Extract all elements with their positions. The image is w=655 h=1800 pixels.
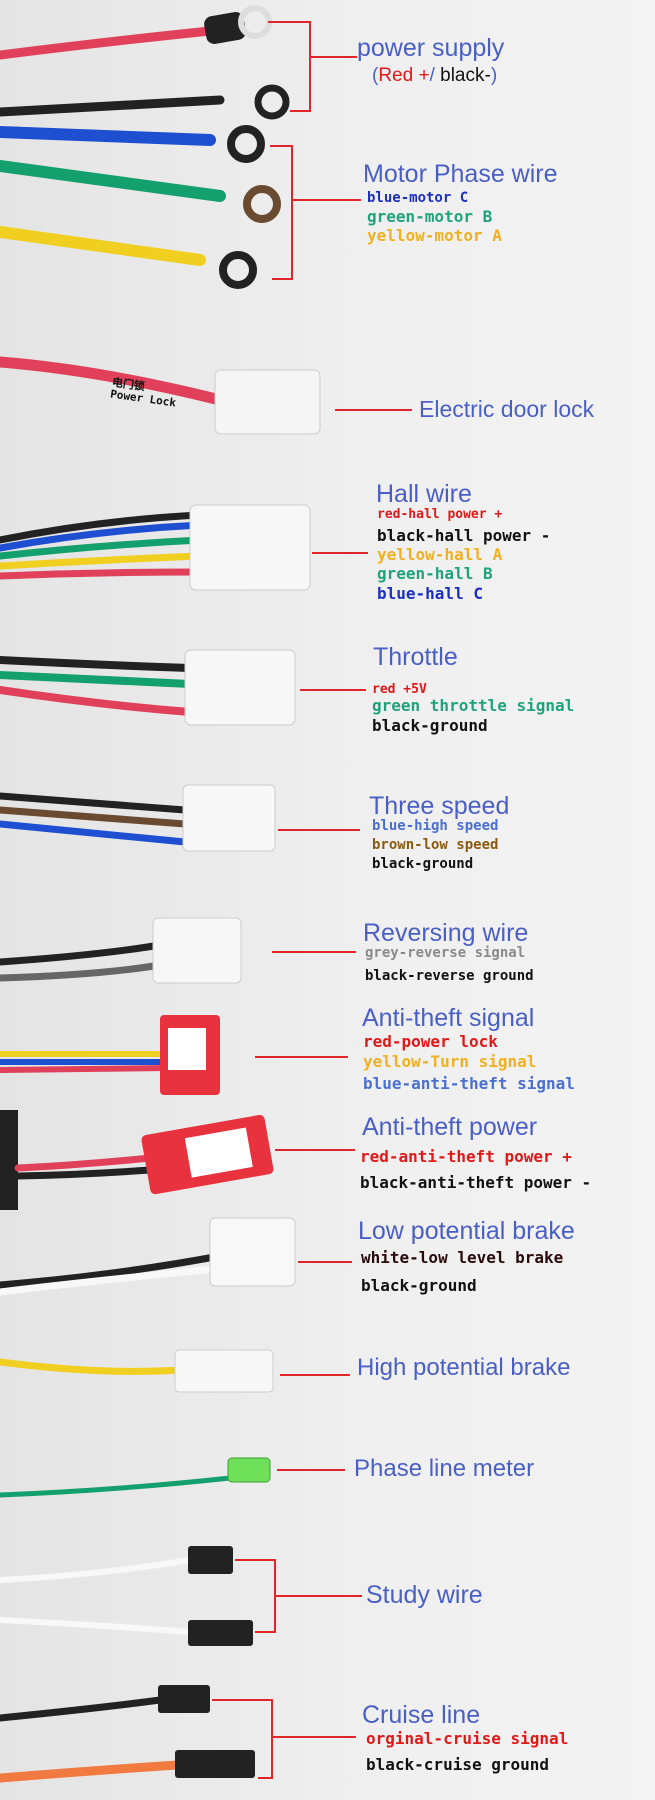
reversing-connector xyxy=(0,917,242,984)
phase-meter-title: Phase line meter xyxy=(354,1455,535,1482)
anti-theft-signal-title: Anti-theft signal xyxy=(362,1004,535,1032)
phase-meter-connector xyxy=(0,1457,271,1498)
motor-line: blue-motor C xyxy=(367,190,469,206)
anti-theft-signal-line: blue-anti-theft signal xyxy=(363,1074,575,1093)
throttle-line: black-ground xyxy=(372,716,488,735)
paren-close: ) xyxy=(490,65,498,86)
throttle-title: Throttle xyxy=(373,643,458,671)
throttle-line: green throttle signal xyxy=(372,696,575,715)
separator: / xyxy=(429,65,441,86)
anti-theft-signal-line: yellow-Turn signal xyxy=(363,1052,537,1071)
low-brake-line: black-ground xyxy=(361,1276,477,1295)
low-brake-title: Low potential brake xyxy=(358,1217,575,1245)
anti-theft-signal-line: red-power lock xyxy=(363,1032,498,1051)
anti-theft-power-line: red-anti-theft power + xyxy=(360,1147,572,1166)
motor-line: yellow-motor A xyxy=(367,226,502,245)
power-supply-title: power supply xyxy=(357,34,505,62)
three-speed-title: Three speed xyxy=(369,792,510,820)
black-minus: black- xyxy=(440,65,491,86)
anti-theft-signal-connector xyxy=(0,1015,220,1095)
paren-open: ( xyxy=(372,65,379,86)
red-plus: Red + xyxy=(378,65,430,86)
hall-line: green-hall B xyxy=(377,564,493,583)
power-supply-subtitle: (Red +/ black-) xyxy=(372,66,497,85)
anti-theft-power-connector xyxy=(0,1110,274,1210)
three-speed-line: brown-low speed xyxy=(372,837,499,853)
study-wire-title: Study wire xyxy=(366,1581,483,1609)
cruise-line-title: Cruise line xyxy=(362,1701,481,1729)
low-brake-connector xyxy=(0,1217,296,1296)
cruise-line-connectors xyxy=(0,1685,255,1783)
reversing-line: grey-reverse signal xyxy=(365,945,526,961)
motor-line: green-motor B xyxy=(367,207,493,226)
anti-theft-power-title: Anti-theft power xyxy=(362,1113,538,1141)
anti-theft-power-line: black-anti-theft power - xyxy=(360,1173,592,1192)
motor-phase-wires xyxy=(0,125,281,289)
high-brake-connector xyxy=(0,1349,274,1393)
three-speed-connector xyxy=(0,784,276,852)
power-supply-wires xyxy=(0,5,290,120)
study-wire-connectors xyxy=(0,1546,253,1646)
hall-line: black-hall power - xyxy=(377,526,551,545)
hall-line: red-hall power + xyxy=(377,507,503,522)
hall-title: Hall wire xyxy=(376,480,472,508)
low-brake-line: white-low level brake xyxy=(361,1248,564,1267)
three-speed-line: blue-high speed xyxy=(372,818,499,834)
throttle-line: red +5V xyxy=(372,682,427,697)
cruise-line-line: black-cruise ground xyxy=(366,1755,550,1774)
door-lock-connector xyxy=(0,356,321,435)
motor-phase-title: Motor Phase wire xyxy=(363,160,558,188)
hall-connector xyxy=(0,504,311,591)
hall-line: blue-hall C xyxy=(377,584,483,603)
three-speed-line: black-ground xyxy=(372,856,474,872)
cruise-line-line: orginal-cruise signal xyxy=(366,1729,569,1748)
high-brake-title: High potential brake xyxy=(357,1354,571,1381)
door-lock-title: Electric door lock xyxy=(419,396,595,422)
hall-line: yellow-hall A xyxy=(377,545,503,564)
leader-lines xyxy=(212,21,412,1779)
reversing-line: black-reverse ground xyxy=(365,968,534,984)
reversing-title: Reversing wire xyxy=(363,919,529,947)
throttle-connector xyxy=(0,649,296,726)
